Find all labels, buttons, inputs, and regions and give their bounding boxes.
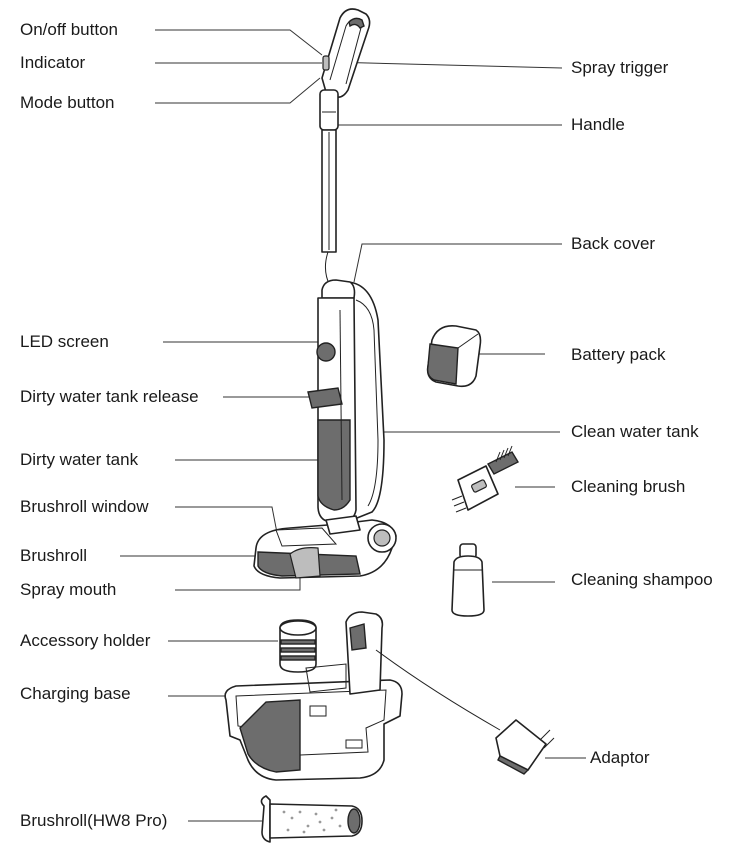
label-led-screen: LED screen	[20, 332, 109, 351]
label-battery-pack: Battery pack	[571, 345, 666, 364]
label-indicator: Indicator	[20, 53, 86, 72]
indicator-light	[322, 55, 330, 71]
label-brushroll-hw8-pro: Brushroll(HW8 Pro)	[20, 811, 168, 830]
label-brushroll-window: Brushroll window	[20, 497, 149, 516]
dirty-water-tank-body	[317, 419, 351, 511]
spray-mouth-opening	[289, 547, 321, 579]
tank-release-latch	[307, 387, 343, 409]
label-handle: Handle	[571, 115, 625, 134]
adaptor-drawing	[375, 649, 555, 775]
leader-back-cover	[353, 243, 562, 283]
leader-mode-button	[155, 77, 321, 104]
label-back-cover: Back cover	[571, 234, 656, 253]
handle-tube	[319, 89, 339, 287]
label-brushroll: Brushroll	[20, 546, 88, 565]
shampoo-bottle-drawing	[451, 543, 485, 617]
label-spray-mouth: Spray mouth	[20, 580, 117, 599]
label-cleaning-shampoo: Cleaning shampoo	[571, 570, 713, 589]
leader-lines-left	[120, 29, 323, 822]
leader-on-off-button	[155, 29, 323, 56]
battery-pack-drawing	[426, 324, 482, 388]
spare-brushroll-drawing	[260, 795, 363, 843]
charging-base-drawing	[224, 611, 403, 781]
label-mode-button: Mode button	[20, 93, 115, 112]
label-dirty-water-tank-release: Dirty water tank release	[20, 387, 199, 406]
label-accessory-holder: Accessory holder	[20, 631, 151, 650]
label-spray-trigger: Spray trigger	[571, 58, 669, 77]
leader-lines-right	[329, 61, 586, 759]
floor-head	[253, 515, 397, 579]
label-dirty-water-tank: Dirty water tank	[20, 450, 139, 469]
main-body	[307, 279, 385, 523]
cleaning-brush-drawing	[451, 445, 519, 513]
handle-grip	[321, 8, 371, 98]
label-adaptor: Adaptor	[590, 748, 650, 767]
label-on-off-button: On/off button	[20, 20, 118, 39]
label-clean-water-tank: Clean water tank	[571, 422, 699, 441]
leader-brushroll-window	[175, 506, 279, 539]
accessory-holder-drawing	[279, 619, 317, 673]
led-screen-display	[316, 342, 336, 362]
label-cleaning-brush: Cleaning brush	[571, 477, 686, 496]
label-charging-base: Charging base	[20, 684, 131, 703]
leader-spray-trigger	[329, 61, 563, 69]
